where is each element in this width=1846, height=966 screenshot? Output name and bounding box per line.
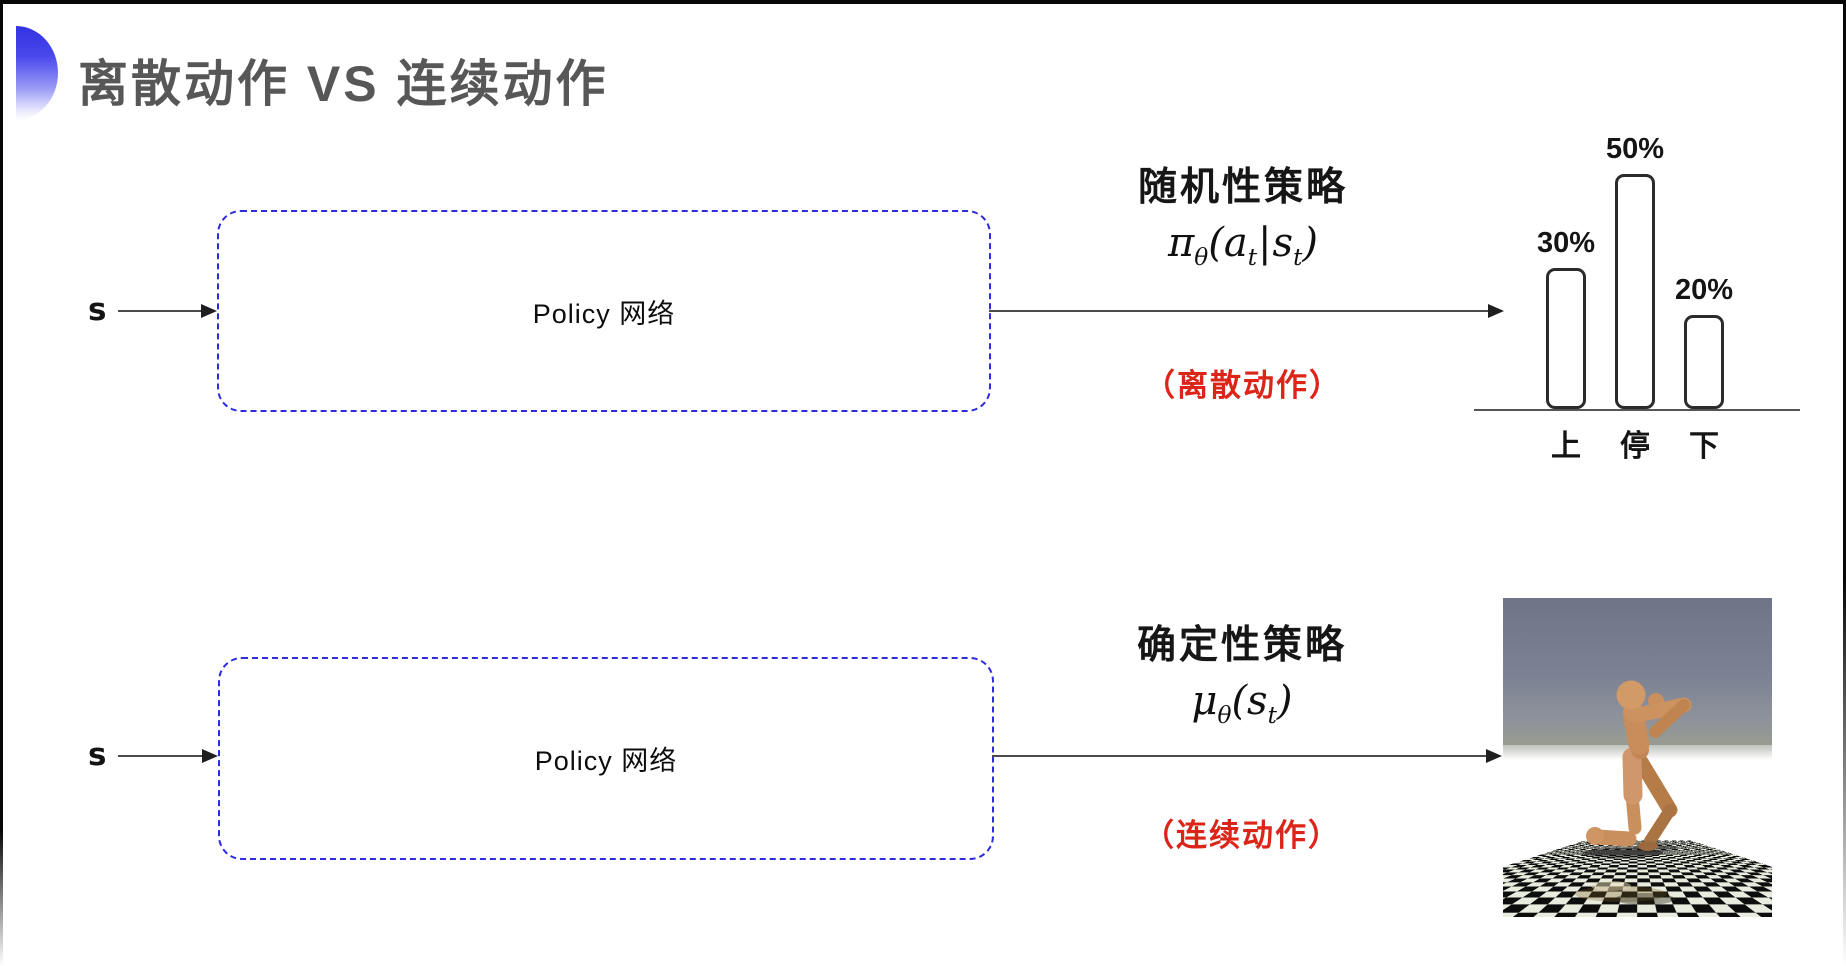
formula-t-sub2: t (1293, 244, 1303, 271)
mujoco-humanoid-image (1503, 598, 1772, 917)
chart-axis-baseline (1474, 409, 1800, 411)
bar-column-stop: 50% (1590, 133, 1680, 409)
category-label-up: 上 (1551, 430, 1581, 463)
bar-stop (1615, 174, 1655, 409)
formula-action-arg: a (1223, 220, 1248, 266)
state-input-label-stochastic: s (88, 292, 107, 328)
page-title: 离散动作 VS 连续动作 (78, 56, 609, 112)
formula-state-arg: s (1247, 678, 1268, 724)
formula-close-paren: ) (1276, 678, 1293, 724)
formula-stochastic-policy: πθ(at|st) (1093, 220, 1393, 271)
frame-edge-top (0, 0, 1846, 4)
formula-theta-sub: θ (1194, 244, 1209, 271)
policy-type-label-deterministic: 确定性策略 (1136, 624, 1347, 667)
formula-pi: π (1167, 220, 1195, 266)
bar-column-up: 30% (1521, 227, 1611, 409)
policy-network-box-deterministic: Policy 网络 (218, 657, 994, 860)
formula-state-arg: s (1272, 220, 1294, 266)
formula-conditional-bar: | (1258, 220, 1272, 266)
formula-t-sub: t (1267, 702, 1277, 729)
discrete-action-bar-chart: 30% 50% 20% 上 停 下 (1466, 95, 1816, 463)
policy-network-box-stochastic: Policy 网络 (217, 210, 991, 412)
bar-down (1684, 315, 1724, 409)
formula-mu: μ (1191, 678, 1218, 724)
formula-open-paren: ( (1231, 678, 1248, 724)
formula-close-paren: ) (1302, 220, 1318, 266)
frame-edge-left (0, 0, 3, 966)
bar-value-label-up: 30% (1536, 227, 1596, 259)
action-note-discrete: （离散动作） (1144, 368, 1342, 403)
bar-column-down: 20% (1659, 274, 1749, 409)
category-label-stop: 停 (1620, 430, 1650, 463)
bar-value-label-down: 20% (1674, 274, 1734, 306)
bar-value-label-stop: 50% (1605, 133, 1665, 165)
input-arrow-deterministic (118, 755, 216, 757)
input-arrow-stochastic (118, 310, 215, 312)
formula-theta-sub: θ (1217, 702, 1232, 729)
formula-t-sub: t (1247, 244, 1258, 271)
bar-up (1546, 268, 1586, 409)
policy-network-label-stochastic: Policy 网络 (532, 298, 676, 329)
policy-type-label-stochastic: 随机性策略 (1137, 166, 1348, 209)
title-bullet-orb-icon (16, 26, 58, 120)
output-arrow-stochastic (989, 310, 1502, 312)
state-input-label-deterministic: s (88, 737, 107, 773)
formula-deterministic-policy: μθ(st) (1092, 678, 1392, 729)
formula-open-paren: ( (1208, 220, 1224, 266)
policy-network-label-deterministic: Policy 网络 (534, 746, 678, 776)
output-arrow-deterministic (992, 755, 1500, 757)
category-label-down: 下 (1689, 430, 1719, 463)
mujoco-humanoid-robot-icon (1575, 680, 1692, 905)
frame-edge-right (1843, 0, 1846, 966)
action-note-continuous: （连续动作） (1143, 818, 1341, 853)
